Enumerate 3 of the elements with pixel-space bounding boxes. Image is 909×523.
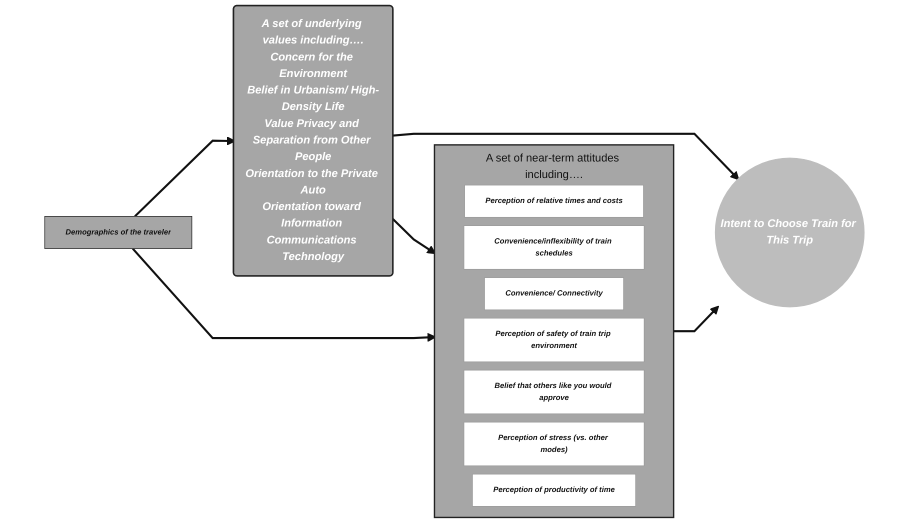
node-circle: Intent to Choose Train for This Trip <box>714 158 865 308</box>
arrow <box>674 306 720 332</box>
arrow <box>393 132 740 180</box>
